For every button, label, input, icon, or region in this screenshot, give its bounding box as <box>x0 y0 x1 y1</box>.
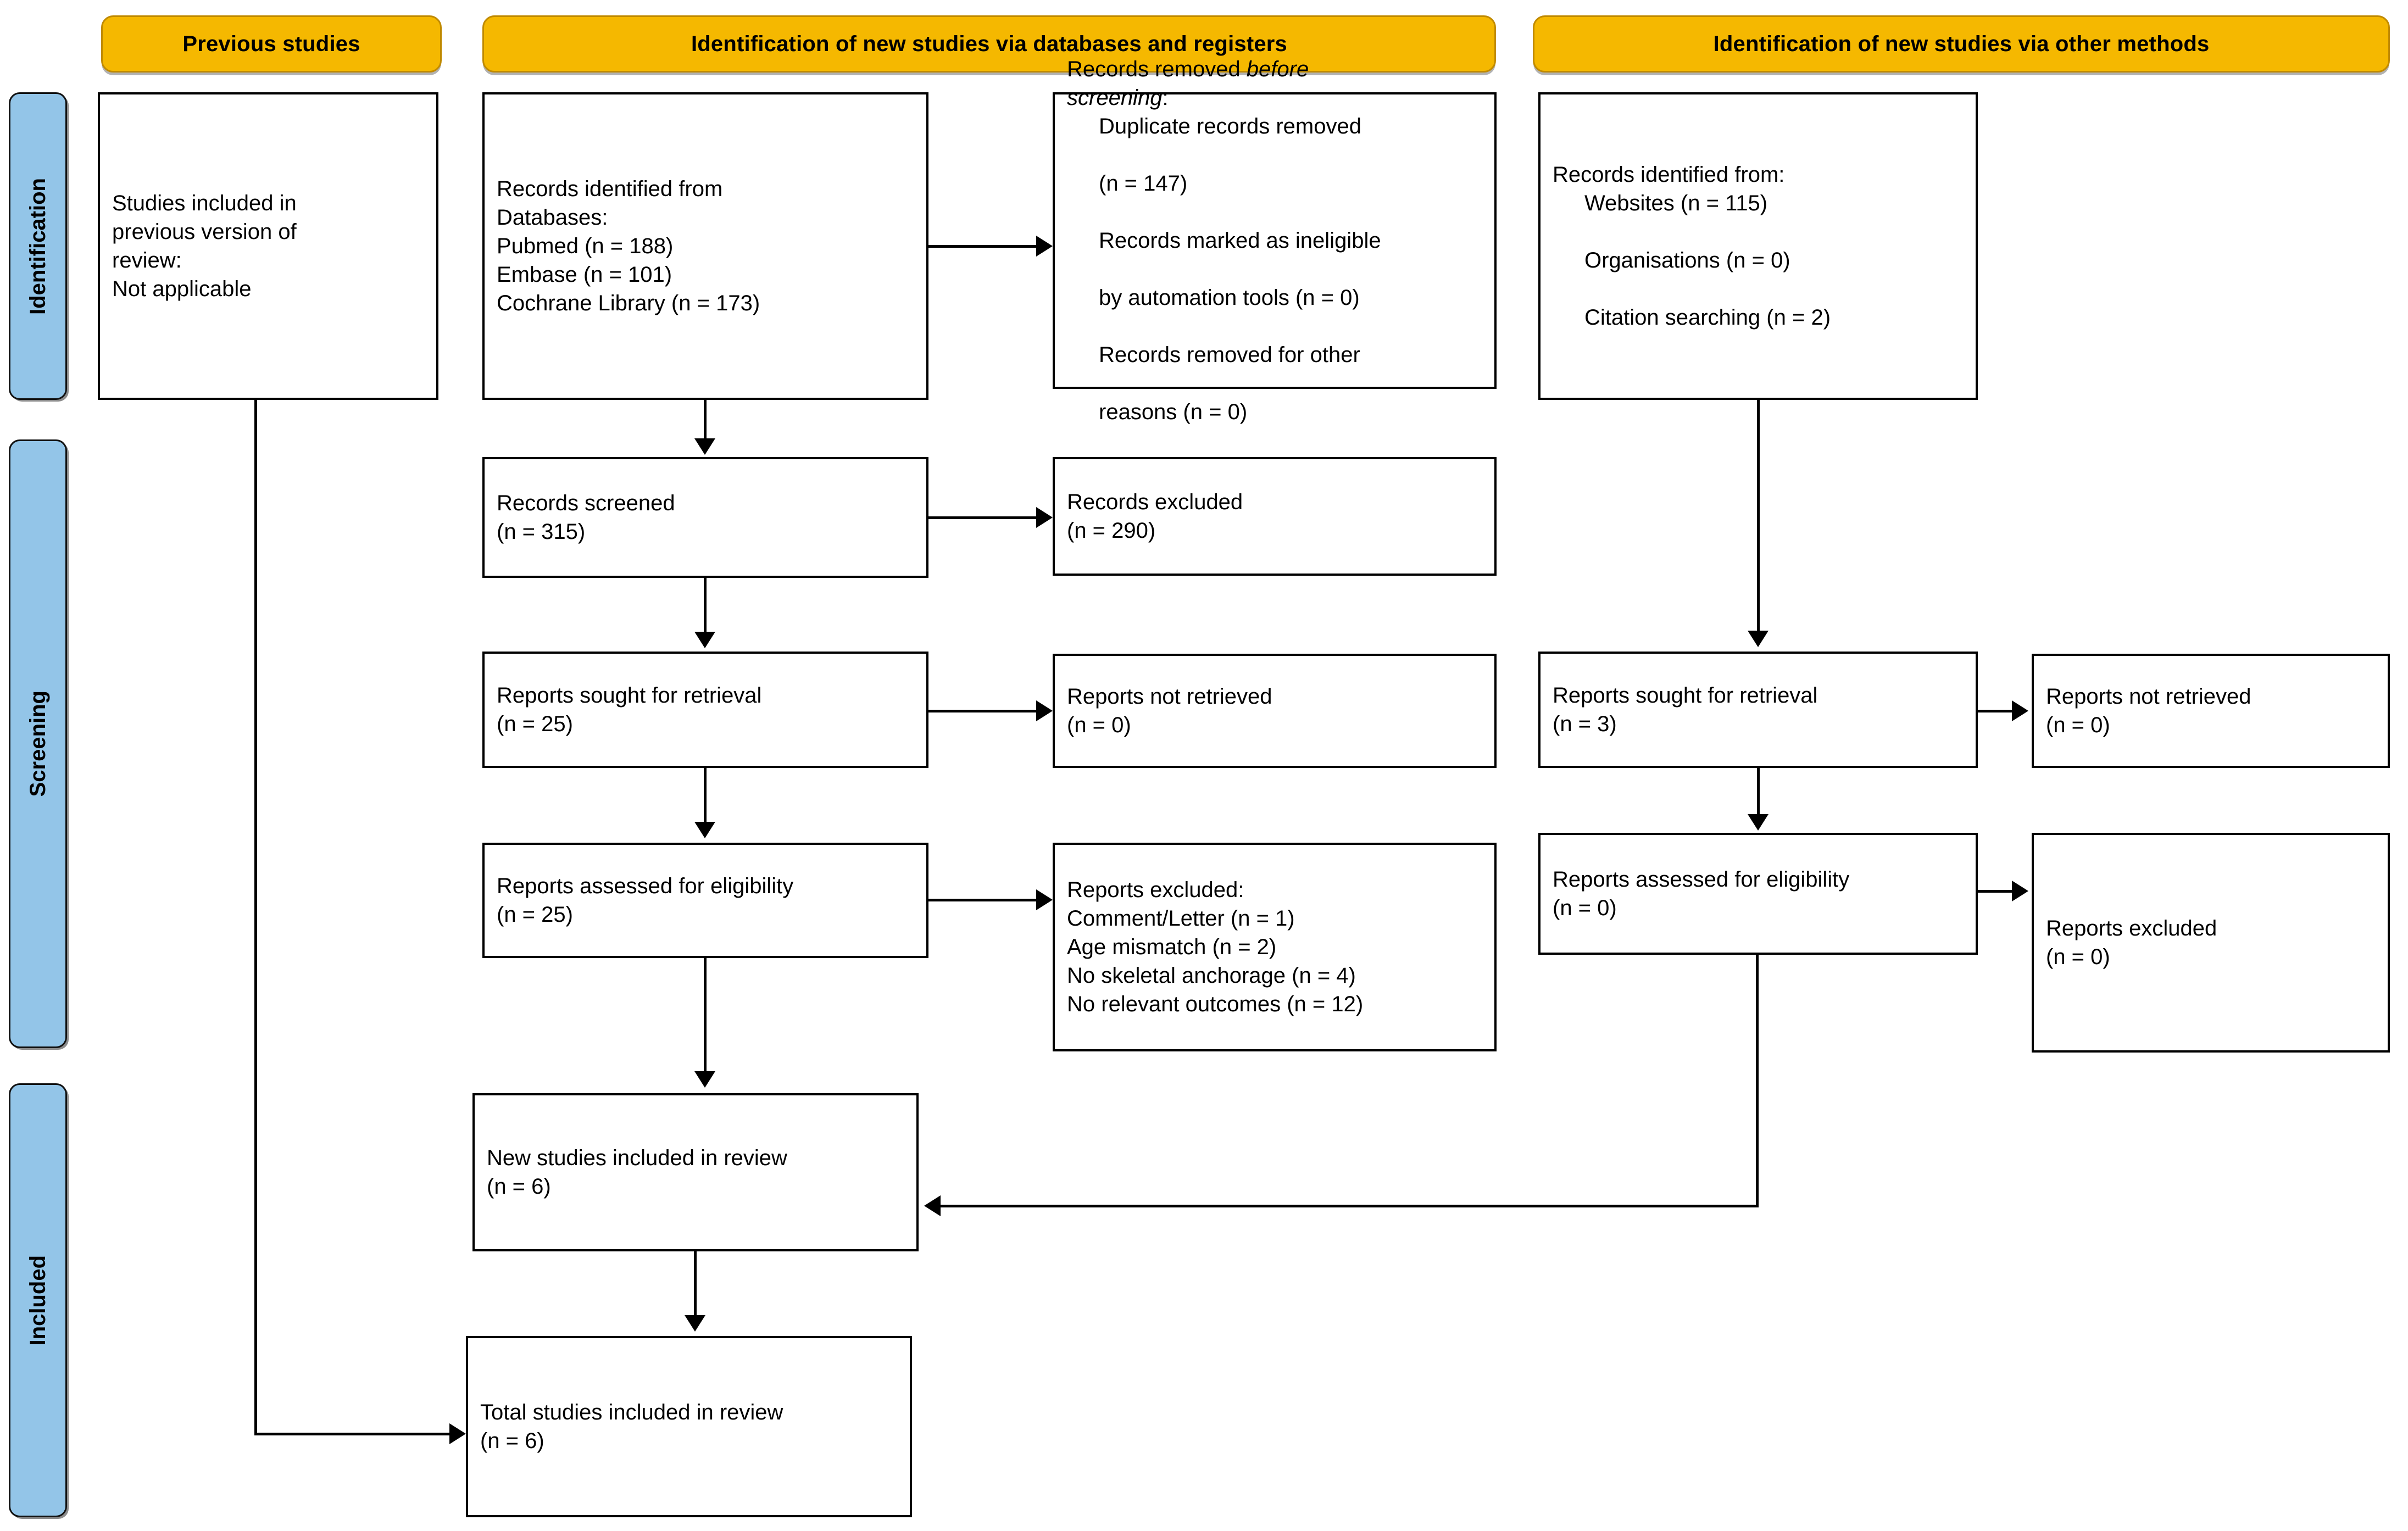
banner-identification-databases-label: Identification of new studies via databa… <box>691 31 1288 56</box>
box-records-excluded: Records excluded (n = 290) <box>1053 457 1497 576</box>
box-records-screened-text: Records screened (n = 315) <box>497 491 675 544</box>
connector-other-elbow-arrow <box>924 1195 941 1216</box>
box-reports-not-retrieved-other: Reports not retrieved (n = 0) <box>2032 654 2390 768</box>
connector-assessed-to-new-arrow <box>694 1071 715 1088</box>
connector-db-to-removed-arrow <box>1036 236 1053 257</box>
connector-sought-to-assessed-arrow <box>694 822 715 838</box>
connector-other-elbow-horizontal <box>941 1205 1759 1207</box>
stage-band-included: Included <box>9 1083 67 1517</box>
box-records-identified-databases: Records identified from Databases: Pubme… <box>482 92 928 400</box>
connector-db-to-screened-arrow <box>694 438 715 455</box>
stage-band-included-label: Included <box>25 1255 50 1346</box>
box-reports-excluded-databases-text: Reports excluded: Comment/Letter (n = 1)… <box>1067 878 1364 1016</box>
banner-identification-databases: Identification of new studies via databa… <box>482 15 1496 73</box>
box-records-identified-other-text: Records identified from: Websites (n = 1… <box>1553 132 1964 360</box>
box-reports-assessed-other-text: Reports assessed for eligibility (n = 0) <box>1553 867 1850 920</box>
records-identified-other-item-0: Websites (n = 115) <box>1584 191 1768 215</box>
box-reports-assessed-databases: Reports assessed for eligibility (n = 25… <box>482 843 928 958</box>
records-removed-lead: Records removed <box>1067 57 1247 81</box>
box-records-removed-before-screening-text: Records removed before screening: Duplic… <box>1067 26 1482 455</box>
records-removed-italic-before: before <box>1246 57 1309 81</box>
connector-assessed-to-excluded-arrow <box>1036 889 1053 910</box>
connector-other-to-sought-line <box>1757 400 1760 632</box>
connector-new-to-total-arrow <box>685 1315 705 1332</box>
connector-new-to-total-line <box>694 1251 697 1316</box>
box-previous-studies-text: Studies included in previous version of … <box>112 191 297 301</box>
box-reports-sought-other-text: Reports sought for retrieval (n = 3) <box>1553 683 1818 736</box>
connector-screened-to-excluded-line <box>928 516 1036 519</box>
connector-screened-to-sought-line <box>704 578 707 633</box>
connector-previous-elbow-horizontal <box>254 1433 449 1435</box>
box-new-studies-included: New studies included in review (n = 6) <box>472 1093 919 1251</box>
box-records-identified-databases-text: Records identified from Databases: Pubme… <box>497 177 760 315</box>
records-identified-other-item-1: Organisations (n = 0) <box>1584 248 1790 272</box>
connector-sought-other-to-assessed-line <box>1757 768 1760 815</box>
records-removed-colon: : <box>1162 86 1169 110</box>
box-reports-sought-databases: Reports sought for retrieval (n = 25) <box>482 652 928 768</box>
connector-sought-to-notretrieved-arrow <box>1036 700 1053 721</box>
records-removed-item-1: (n = 147) <box>1099 171 1188 196</box>
box-new-studies-included-text: New studies included in review (n = 6) <box>487 1146 787 1199</box>
connector-db-to-screened-line <box>704 400 707 439</box>
box-records-screened: Records screened (n = 315) <box>482 457 928 578</box>
connector-previous-elbow-arrow <box>449 1423 466 1444</box>
connector-screened-to-excluded-arrow <box>1036 507 1053 528</box>
connector-screened-to-sought-arrow <box>694 632 715 648</box>
stage-band-identification: Identification <box>9 92 67 400</box>
connector-assessed-other-to-excluded-line <box>1978 890 2012 893</box>
box-reports-excluded-other: Reports excluded (n = 0) <box>2032 833 2390 1053</box>
banner-previous-studies: Previous studies <box>101 15 442 73</box>
records-removed-item-5: reasons (n = 0) <box>1099 400 1248 424</box>
banner-identification-other-label: Identification of new studies via other … <box>1713 31 2210 56</box>
banner-identification-other: Identification of new studies via other … <box>1533 15 2390 73</box>
stage-band-screening-label: Screening <box>25 691 50 797</box>
box-reports-sought-databases-text: Reports sought for retrieval (n = 25) <box>497 683 762 736</box>
stage-band-screening: Screening <box>9 439 67 1048</box>
box-reports-not-retrieved-other-text: Reports not retrieved (n = 0) <box>2046 684 2251 737</box>
banner-previous-studies-label: Previous studies <box>182 31 360 56</box>
connector-sought-to-notretrieved-line <box>928 710 1036 712</box>
box-total-studies-included: Total studies included in review (n = 6) <box>466 1336 912 1517</box>
connector-sought-other-to-notretrieved-line <box>1978 710 2012 712</box>
connector-sought-other-to-assessed-arrow <box>1748 814 1769 831</box>
records-identified-other-lead: Records identified from: <box>1553 163 1785 187</box>
records-removed-item-4: Records removed for other <box>1099 343 1360 367</box>
box-reports-not-retrieved-databases-text: Reports not retrieved (n = 0) <box>1067 684 1272 737</box>
box-total-studies-included-text: Total studies included in review (n = 6) <box>480 1400 783 1453</box>
connector-sought-other-to-notretrieved-arrow <box>2012 700 2028 721</box>
records-removed-italic-screening: screening <box>1067 86 1163 110</box>
box-reports-sought-other: Reports sought for retrieval (n = 3) <box>1538 652 1978 768</box>
records-removed-item-3: by automation tools (n = 0) <box>1099 286 1360 310</box>
box-records-identified-other: Records identified from: Websites (n = 1… <box>1538 92 1978 400</box>
box-reports-not-retrieved-databases: Reports not retrieved (n = 0) <box>1053 654 1497 768</box>
box-reports-excluded-other-text: Reports excluded (n = 0) <box>2046 916 2217 969</box>
records-removed-item-0: Duplicate records removed <box>1099 114 1361 138</box>
records-identified-other-item-2: Citation searching (n = 2) <box>1584 305 1831 330</box>
connector-other-elbow-vertical <box>1756 955 1759 1207</box>
box-reports-assessed-databases-text: Reports assessed for eligibility (n = 25… <box>497 874 794 927</box>
connector-sought-to-assessed-line <box>704 768 707 823</box>
stage-band-identification-label: Identification <box>25 177 50 315</box>
box-records-excluded-text: Records excluded (n = 290) <box>1067 490 1243 543</box>
records-removed-item-2: Records marked as ineligible <box>1099 229 1381 253</box>
connector-assessed-to-excluded-line <box>928 899 1036 901</box>
box-reports-excluded-databases: Reports excluded: Comment/Letter (n = 1)… <box>1053 843 1497 1051</box>
box-reports-assessed-other: Reports assessed for eligibility (n = 0) <box>1538 833 1978 955</box>
connector-assessed-other-to-excluded-arrow <box>2012 881 2028 901</box>
connector-other-to-sought-arrow <box>1748 631 1769 647</box>
box-previous-studies: Studies included in previous version of … <box>98 92 438 400</box>
box-records-removed-before-screening: Records removed before screening: Duplic… <box>1053 57 1497 424</box>
connector-assessed-to-new-line <box>704 958 707 1072</box>
connector-previous-elbow-vertical <box>254 400 257 1435</box>
connector-db-to-removed-line <box>928 245 1036 248</box>
